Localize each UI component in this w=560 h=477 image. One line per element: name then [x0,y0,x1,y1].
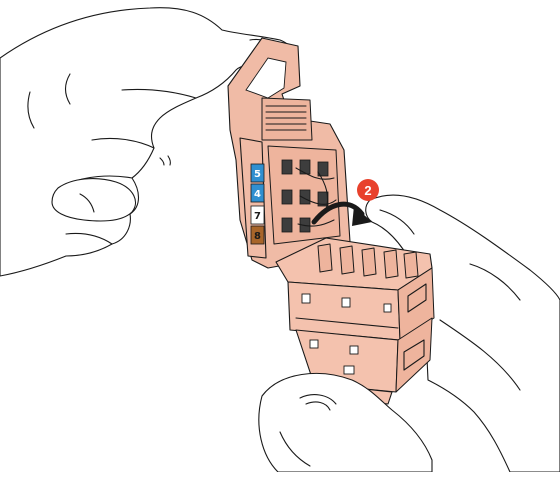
pin-label-text: 8 [254,231,261,242]
pin-label-3: 7 [251,206,264,224]
pin-label-text: 7 [254,211,261,222]
pin-label-text: 5 [254,169,261,180]
step-callout: 2 [357,179,379,201]
pin-label-text: 4 [254,189,261,200]
pin-label-4: 8 [251,226,264,244]
pin-label-2: 4 [251,184,264,202]
module-lid [228,38,350,268]
right-thumb [259,373,432,472]
pin-label-1: 5 [251,164,264,182]
step-number: 2 [364,183,371,198]
